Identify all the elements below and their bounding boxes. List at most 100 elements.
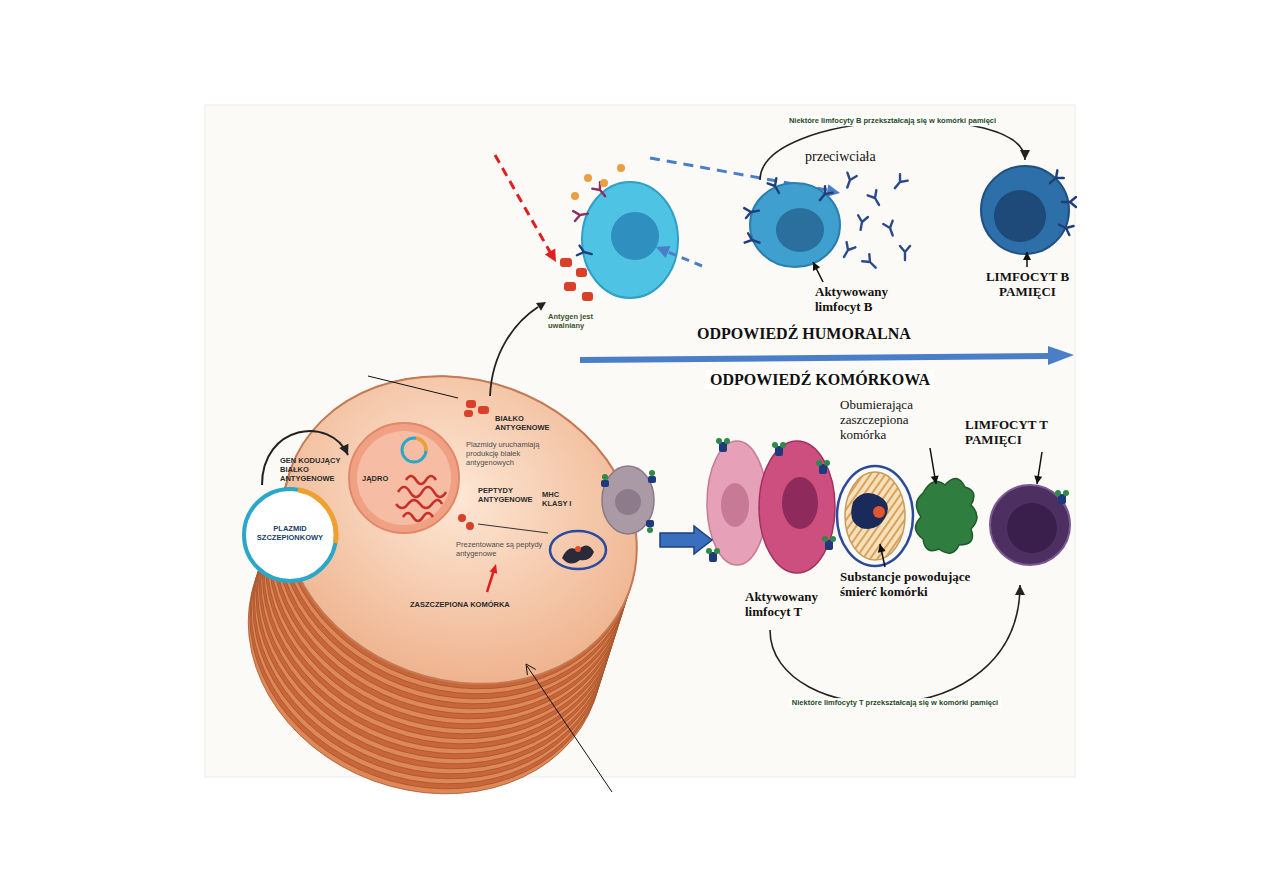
- edge-label: Niektóre limfocyty T przekształcają się …: [789, 698, 1001, 708]
- antibodies: [868, 190, 884, 207]
- vaccinated-cell-outline: [245, 372, 641, 798]
- t-cell-receptor: [780, 442, 786, 448]
- annotation-label: ODPOWIEDŹ HUMORALNA: [697, 324, 911, 343]
- antigen-dots: [571, 192, 579, 200]
- antigen-protein: [464, 410, 473, 417]
- plasmid-ring: [244, 489, 336, 581]
- t-cell-body: [707, 441, 767, 565]
- mhc-complex: [575, 546, 581, 552]
- node-label: ZASZCZEPIONA KOMÓRKA: [410, 600, 540, 609]
- presenting-cell: [648, 476, 656, 483]
- connector: [262, 431, 348, 485]
- plasmid-in-nucleus: [402, 438, 426, 462]
- antigen-dots: [571, 164, 625, 200]
- release-arrow: [536, 302, 546, 311]
- presenting-cell: [602, 466, 654, 534]
- antibodies: [900, 246, 910, 260]
- activated-b-cell: Aktywowany limfocyt B: [745, 180, 905, 320]
- memory-t-cell-body: [990, 485, 1070, 565]
- antibodies: [840, 173, 910, 272]
- memory-b-cell: LIMFOCYT B PAMIĘCI: [970, 160, 1085, 310]
- cell-nucleus: [776, 208, 824, 252]
- antibodies: [856, 215, 868, 231]
- presenting-cell: [602, 474, 608, 480]
- book-page: [205, 105, 1075, 777]
- antibody: [816, 186, 833, 203]
- presenting-cell: [601, 466, 656, 534]
- antibody: [1047, 170, 1064, 187]
- naive-b-cell: [611, 212, 659, 260]
- node-label: LIMFOCYT T PAMIĘCI: [965, 418, 1070, 448]
- humoral-response-arrow: [580, 356, 1048, 360]
- antigen-peptides: [466, 522, 474, 530]
- cell-nucleus: [994, 190, 1046, 242]
- red-pointer-arrow: [487, 564, 497, 592]
- released-antigen: [564, 282, 576, 291]
- connector-line: [770, 585, 1020, 704]
- node-label: Aktywowany limfocyt B: [815, 285, 907, 315]
- antibody: [768, 178, 784, 195]
- t-cell-receptor: [1063, 490, 1069, 496]
- antigen-peptides: [458, 514, 474, 530]
- red-dashed-arrow: [495, 155, 550, 252]
- annotation-label: Prezentowane są peptydy antygenowe: [456, 540, 556, 558]
- antibodies: [862, 254, 879, 271]
- t-cell-receptor: [822, 536, 828, 542]
- arrow-head: [1020, 150, 1030, 160]
- cell-leader-line: [526, 664, 536, 675]
- cell-leader-line: [526, 664, 612, 792]
- released-antigen: [576, 268, 587, 277]
- arrow-head: [878, 544, 886, 553]
- node-label: Obumierająca zaszczepiona komórka: [840, 398, 950, 443]
- cell-leader-line: [527, 666, 612, 792]
- antibody: [745, 233, 762, 247]
- annotation-label: MHC KLASY I: [542, 490, 584, 508]
- nucleoplasm: [357, 431, 451, 525]
- t-cell-receptor: [830, 536, 836, 542]
- antigen-dots: [617, 164, 625, 172]
- chromatin: [396, 500, 442, 508]
- chromatin: [398, 487, 446, 497]
- antibodies: [883, 221, 897, 238]
- cytotoxic-substances: [915, 478, 977, 553]
- red-dashed-arrow: [545, 249, 556, 262]
- cell-nucleus: [721, 483, 749, 527]
- highlight-ring: [837, 466, 913, 566]
- activated-t-cell: Aktywowany limfocyt T: [705, 425, 845, 630]
- release-arrow: [490, 307, 538, 396]
- presenting-cell: [649, 470, 655, 476]
- annotation-label: GEN KODUJĄCY BIAŁKO ANTYGENOWE: [280, 456, 344, 483]
- attacking-t-cell: [851, 493, 888, 529]
- released-antigen: [560, 258, 572, 267]
- chromatin: [403, 513, 433, 521]
- annotation-label: BIAŁKO ANTYGENOWE: [495, 414, 553, 432]
- vaccinated-cell: ZASZCZEPIONA KOMÓRKAJĄDRO: [245, 372, 641, 798]
- arrow-head: [1015, 585, 1025, 595]
- edge-label: Niektóre limfocyty B przekształcają się …: [786, 116, 999, 126]
- arrow-head: [339, 444, 348, 455]
- blue-dashed-arrow: [826, 184, 840, 197]
- plasmid-in-nucleus: [416, 438, 426, 451]
- red-dashed-arrow: [495, 155, 556, 262]
- block-arrow: [660, 526, 712, 554]
- arrow-head: [813, 262, 820, 271]
- naive-b-cell: [582, 182, 678, 298]
- antibody: [1057, 220, 1074, 235]
- t-cell-body: [759, 441, 835, 573]
- naive-b-cell: [577, 246, 593, 259]
- cell-membrane-band: [240, 327, 681, 732]
- node-label: Aktywowany limfocyt T: [745, 590, 845, 620]
- arrow-head: [1023, 252, 1031, 260]
- antibody: [1062, 197, 1076, 207]
- arrow-head: [1034, 475, 1042, 484]
- antibody: [744, 206, 760, 218]
- antibodies: [843, 173, 857, 190]
- t-cell-receptor: [706, 548, 712, 554]
- memory-t-cell: LIMFOCYT T PAMIĘCI: [962, 415, 1072, 585]
- node-label: LIMFOCYT B PAMIĘCI: [970, 270, 1085, 300]
- connector-line: [760, 121, 1025, 180]
